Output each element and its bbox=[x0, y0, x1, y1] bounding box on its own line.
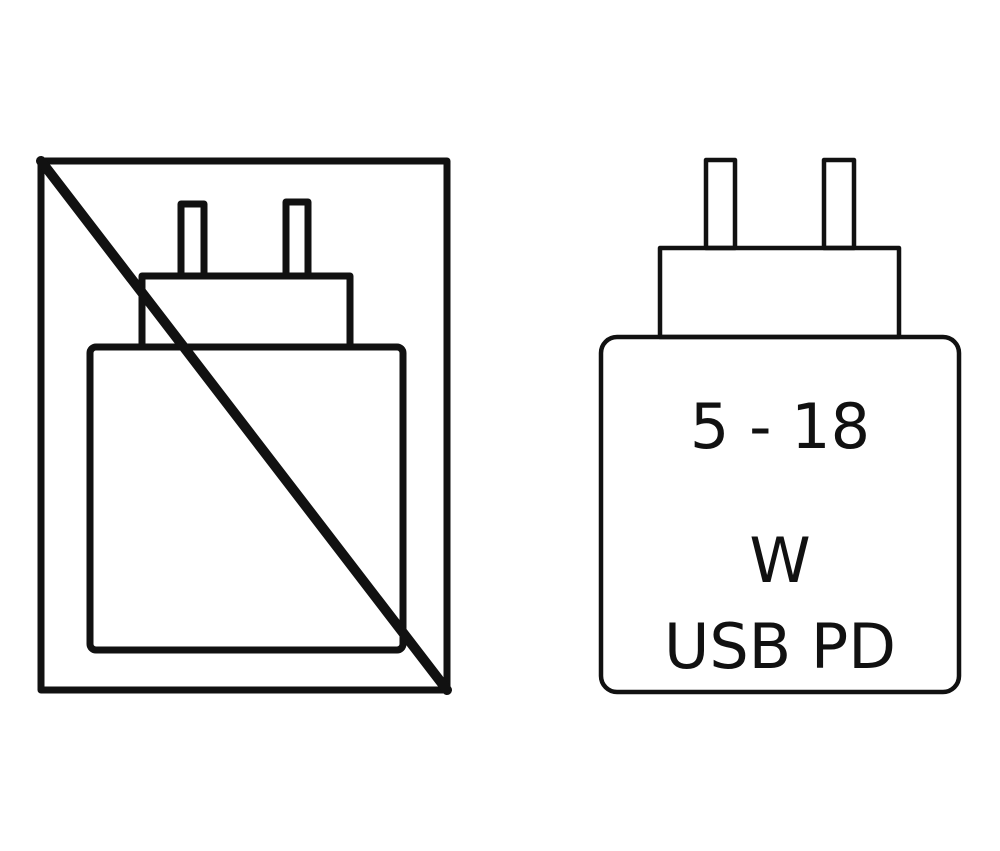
right-charger-body bbox=[598, 334, 962, 695]
cross-out-line bbox=[36, 156, 452, 695]
crossed-out-charger-icon bbox=[36, 156, 452, 695]
right-plug-head bbox=[657, 245, 902, 340]
left-prong-right bbox=[282, 198, 312, 280]
power-range-label: 5 - 18 bbox=[689, 390, 871, 463]
power-unit-label: W bbox=[749, 524, 811, 597]
right-prong-right bbox=[821, 157, 857, 251]
usb-pd-charger-icon bbox=[598, 157, 962, 695]
right-prong-left bbox=[703, 157, 738, 251]
left-charger-body bbox=[86, 343, 407, 654]
left-prong-left bbox=[177, 200, 208, 280]
charging-standard-label: USB PD bbox=[663, 610, 897, 683]
outer-frame bbox=[37, 157, 451, 694]
